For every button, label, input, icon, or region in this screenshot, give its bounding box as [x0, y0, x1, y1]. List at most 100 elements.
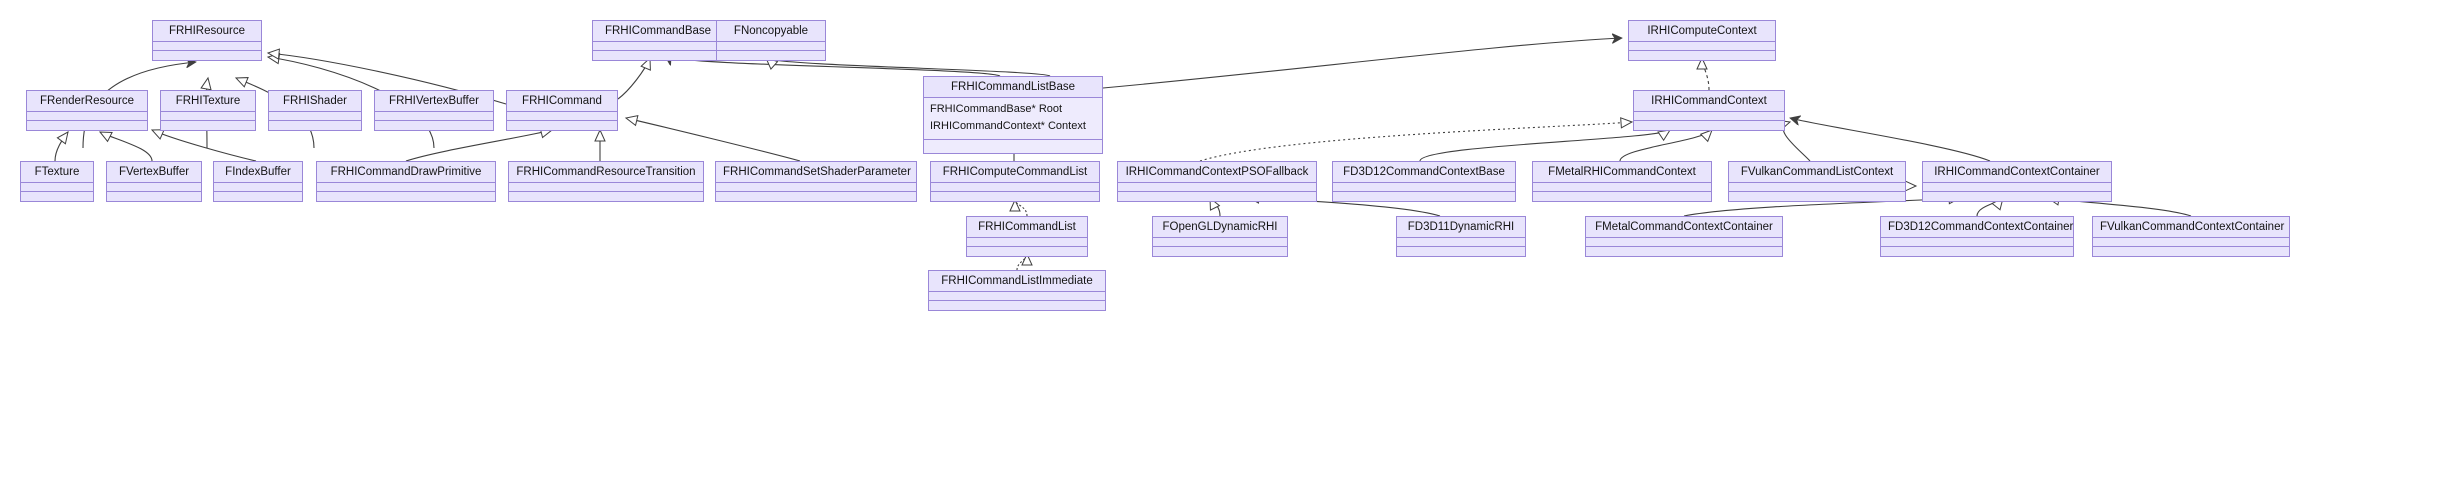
uml-class-name: FVulkanCommandContextContainer	[2093, 217, 2289, 239]
uml-attributes-compartment	[161, 112, 255, 122]
uml-attributes-compartment	[2093, 238, 2289, 248]
uml-class-irhicommandcontextpsofallback[interactable]: IRHICommandContextPSOFallback	[1117, 161, 1317, 203]
uml-class-findexbuffer[interactable]: FIndexBuffer	[213, 161, 303, 203]
uml-attributes-compartment	[931, 183, 1099, 193]
uml-operations-compartment	[931, 192, 1099, 202]
uml-attributes-compartment	[1881, 238, 2073, 248]
uml-class-name: FVulkanCommandListContext	[1729, 162, 1905, 184]
uml-operations-compartment	[1729, 192, 1905, 202]
uml-attributes-compartment	[317, 183, 495, 193]
uml-operations-compartment	[1533, 192, 1711, 202]
uml-operations-compartment	[1629, 51, 1775, 61]
uml-class-frhiresource[interactable]: FRHIResource	[152, 20, 262, 62]
uml-attribute: IRHICommandContext* Context	[930, 120, 1086, 133]
uml-class-name: FRHIResource	[153, 21, 261, 43]
uml-operations-compartment	[593, 51, 723, 61]
uml-operations-compartment	[1118, 192, 1316, 202]
uml-operations-compartment	[1333, 192, 1515, 202]
uml-class-name: FRHIVertexBuffer	[375, 91, 493, 113]
uml-class-name: FRHICommand	[507, 91, 617, 113]
uml-operations-compartment	[929, 301, 1105, 311]
uml-operations-compartment	[507, 121, 617, 131]
uml-class-frhicommanddrawprimitive[interactable]: FRHICommandDrawPrimitive	[316, 161, 496, 203]
uml-class-fvulkancommandcontextcontainer[interactable]: FVulkanCommandContextContainer	[2092, 216, 2290, 258]
uml-class-frhicommandlistimmediate[interactable]: FRHICommandListImmediate	[928, 270, 1106, 312]
uml-class-name: FRHICommandDrawPrimitive	[317, 162, 495, 184]
uml-attributes-compartment	[929, 292, 1105, 302]
uml-class-frhicommandbase[interactable]: FRHICommandBase	[592, 20, 724, 62]
uml-class-frhishader[interactable]: FRHIShader	[268, 90, 362, 132]
uml-class-name: FRHICommandList	[967, 217, 1087, 239]
uml-class-name: FTexture	[21, 162, 93, 184]
uml-class-frhicomputecommandlist[interactable]: FRHIComputeCommandList	[930, 161, 1100, 203]
uml-class-frenderresource[interactable]: FRenderResource	[26, 90, 148, 132]
uml-operations-compartment	[1586, 247, 1782, 257]
uml-attributes-compartment	[27, 112, 147, 122]
uml-attributes-compartment	[21, 183, 93, 193]
uml-class-name: FRHITexture	[161, 91, 255, 113]
uml-class-name: FIndexBuffer	[214, 162, 302, 184]
uml-operations-compartment	[21, 192, 93, 202]
uml-attributes-compartment	[1397, 238, 1525, 248]
uml-attributes-compartment	[716, 183, 916, 193]
uml-attribute: FRHICommandBase* Root	[930, 103, 1063, 116]
uml-class-ftexture[interactable]: FTexture	[20, 161, 94, 203]
uml-attributes-compartment	[717, 42, 825, 52]
uml-operations-compartment	[214, 192, 302, 202]
uml-attributes-compartment	[153, 42, 261, 52]
uml-class-frhicommandlist[interactable]: FRHICommandList	[966, 216, 1088, 258]
uml-class-fvertexbuffer[interactable]: FVertexBuffer	[106, 161, 202, 203]
uml-class-irhicommandcontext[interactable]: IRHICommandContext	[1633, 90, 1785, 132]
uml-attributes-compartment	[1533, 183, 1711, 193]
uml-class-irhicommandcontextcontainer[interactable]: IRHICommandContextContainer	[1922, 161, 2112, 203]
uml-attributes-compartment	[1729, 183, 1905, 193]
uml-class-fopengldynamicrhi[interactable]: FOpenGLDynamicRHI	[1152, 216, 1288, 258]
uml-class-fvulkancommandlistcontext[interactable]: FVulkanCommandListContext	[1728, 161, 1906, 203]
uml-attributes-compartment	[107, 183, 201, 193]
uml-class-fd3d12commandcontextbase[interactable]: FD3D12CommandContextBase	[1332, 161, 1516, 203]
uml-attributes-compartment	[509, 183, 703, 193]
uml-operations-compartment	[269, 121, 361, 131]
uml-class-fmetalrhicommandcontext[interactable]: FMetalRHICommandContext	[1532, 161, 1712, 203]
uml-class-name: FRHICommandListBase	[924, 77, 1102, 99]
uml-class-fd3d11dynamicrhi[interactable]: FD3D11DynamicRHI	[1396, 216, 1526, 258]
uml-operations-compartment	[509, 192, 703, 202]
uml-class-name: FRHIShader	[269, 91, 361, 113]
uml-class-frhicommand[interactable]: FRHICommand	[506, 90, 618, 132]
uml-attributes-compartment	[375, 112, 493, 122]
uml-operations-compartment	[716, 192, 916, 202]
uml-attributes-compartment	[1586, 238, 1782, 248]
uml-class-frhicommandsetshaderparameter[interactable]: FRHICommandSetShaderParameter	[715, 161, 917, 203]
uml-operations-compartment	[1153, 247, 1287, 257]
uml-class-name: FMetalRHICommandContext	[1533, 162, 1711, 184]
uml-attributes-compartment	[1923, 183, 2111, 193]
uml-class-name: IRHICommandContext	[1634, 91, 1784, 113]
uml-operations-compartment	[924, 140, 1102, 154]
uml-attributes-compartment	[1153, 238, 1287, 248]
uml-attributes-compartment	[269, 112, 361, 122]
uml-class-fd3d12commandcontextcontainer[interactable]: FD3D12CommandContextContainer	[1880, 216, 2074, 258]
uml-class-name: FNoncopyable	[717, 21, 825, 43]
uml-class-name: FRHICommandBase	[593, 21, 723, 43]
uml-class-name: FOpenGLDynamicRHI	[1153, 217, 1287, 239]
uml-attributes-compartment	[1634, 112, 1784, 122]
uml-attributes-compartment	[1118, 183, 1316, 193]
uml-class-frhicommandresourcetransition[interactable]: FRHICommandResourceTransition	[508, 161, 704, 203]
uml-operations-compartment	[1397, 247, 1525, 257]
uml-class-name: FD3D11DynamicRHI	[1397, 217, 1525, 239]
uml-operations-compartment	[2093, 247, 2289, 257]
uml-class-fmetalcommandcontextcontainer[interactable]: FMetalCommandContextContainer	[1585, 216, 1783, 258]
uml-class-frhitexture[interactable]: FRHITexture	[160, 90, 256, 132]
uml-operations-compartment	[375, 121, 493, 131]
uml-class-irhicomputecontext[interactable]: IRHIComputeContext	[1628, 20, 1776, 62]
uml-class-name: FRHIComputeCommandList	[931, 162, 1099, 184]
uml-operations-compartment	[153, 51, 261, 61]
uml-class-frhivertexbuffer[interactable]: FRHIVertexBuffer	[374, 90, 494, 132]
uml-operations-compartment	[1881, 247, 2073, 257]
uml-operations-compartment	[717, 51, 825, 61]
uml-class-name: FD3D12CommandContextContainer	[1881, 217, 2073, 239]
uml-class-fnoncopyable[interactable]: FNoncopyable	[716, 20, 826, 62]
